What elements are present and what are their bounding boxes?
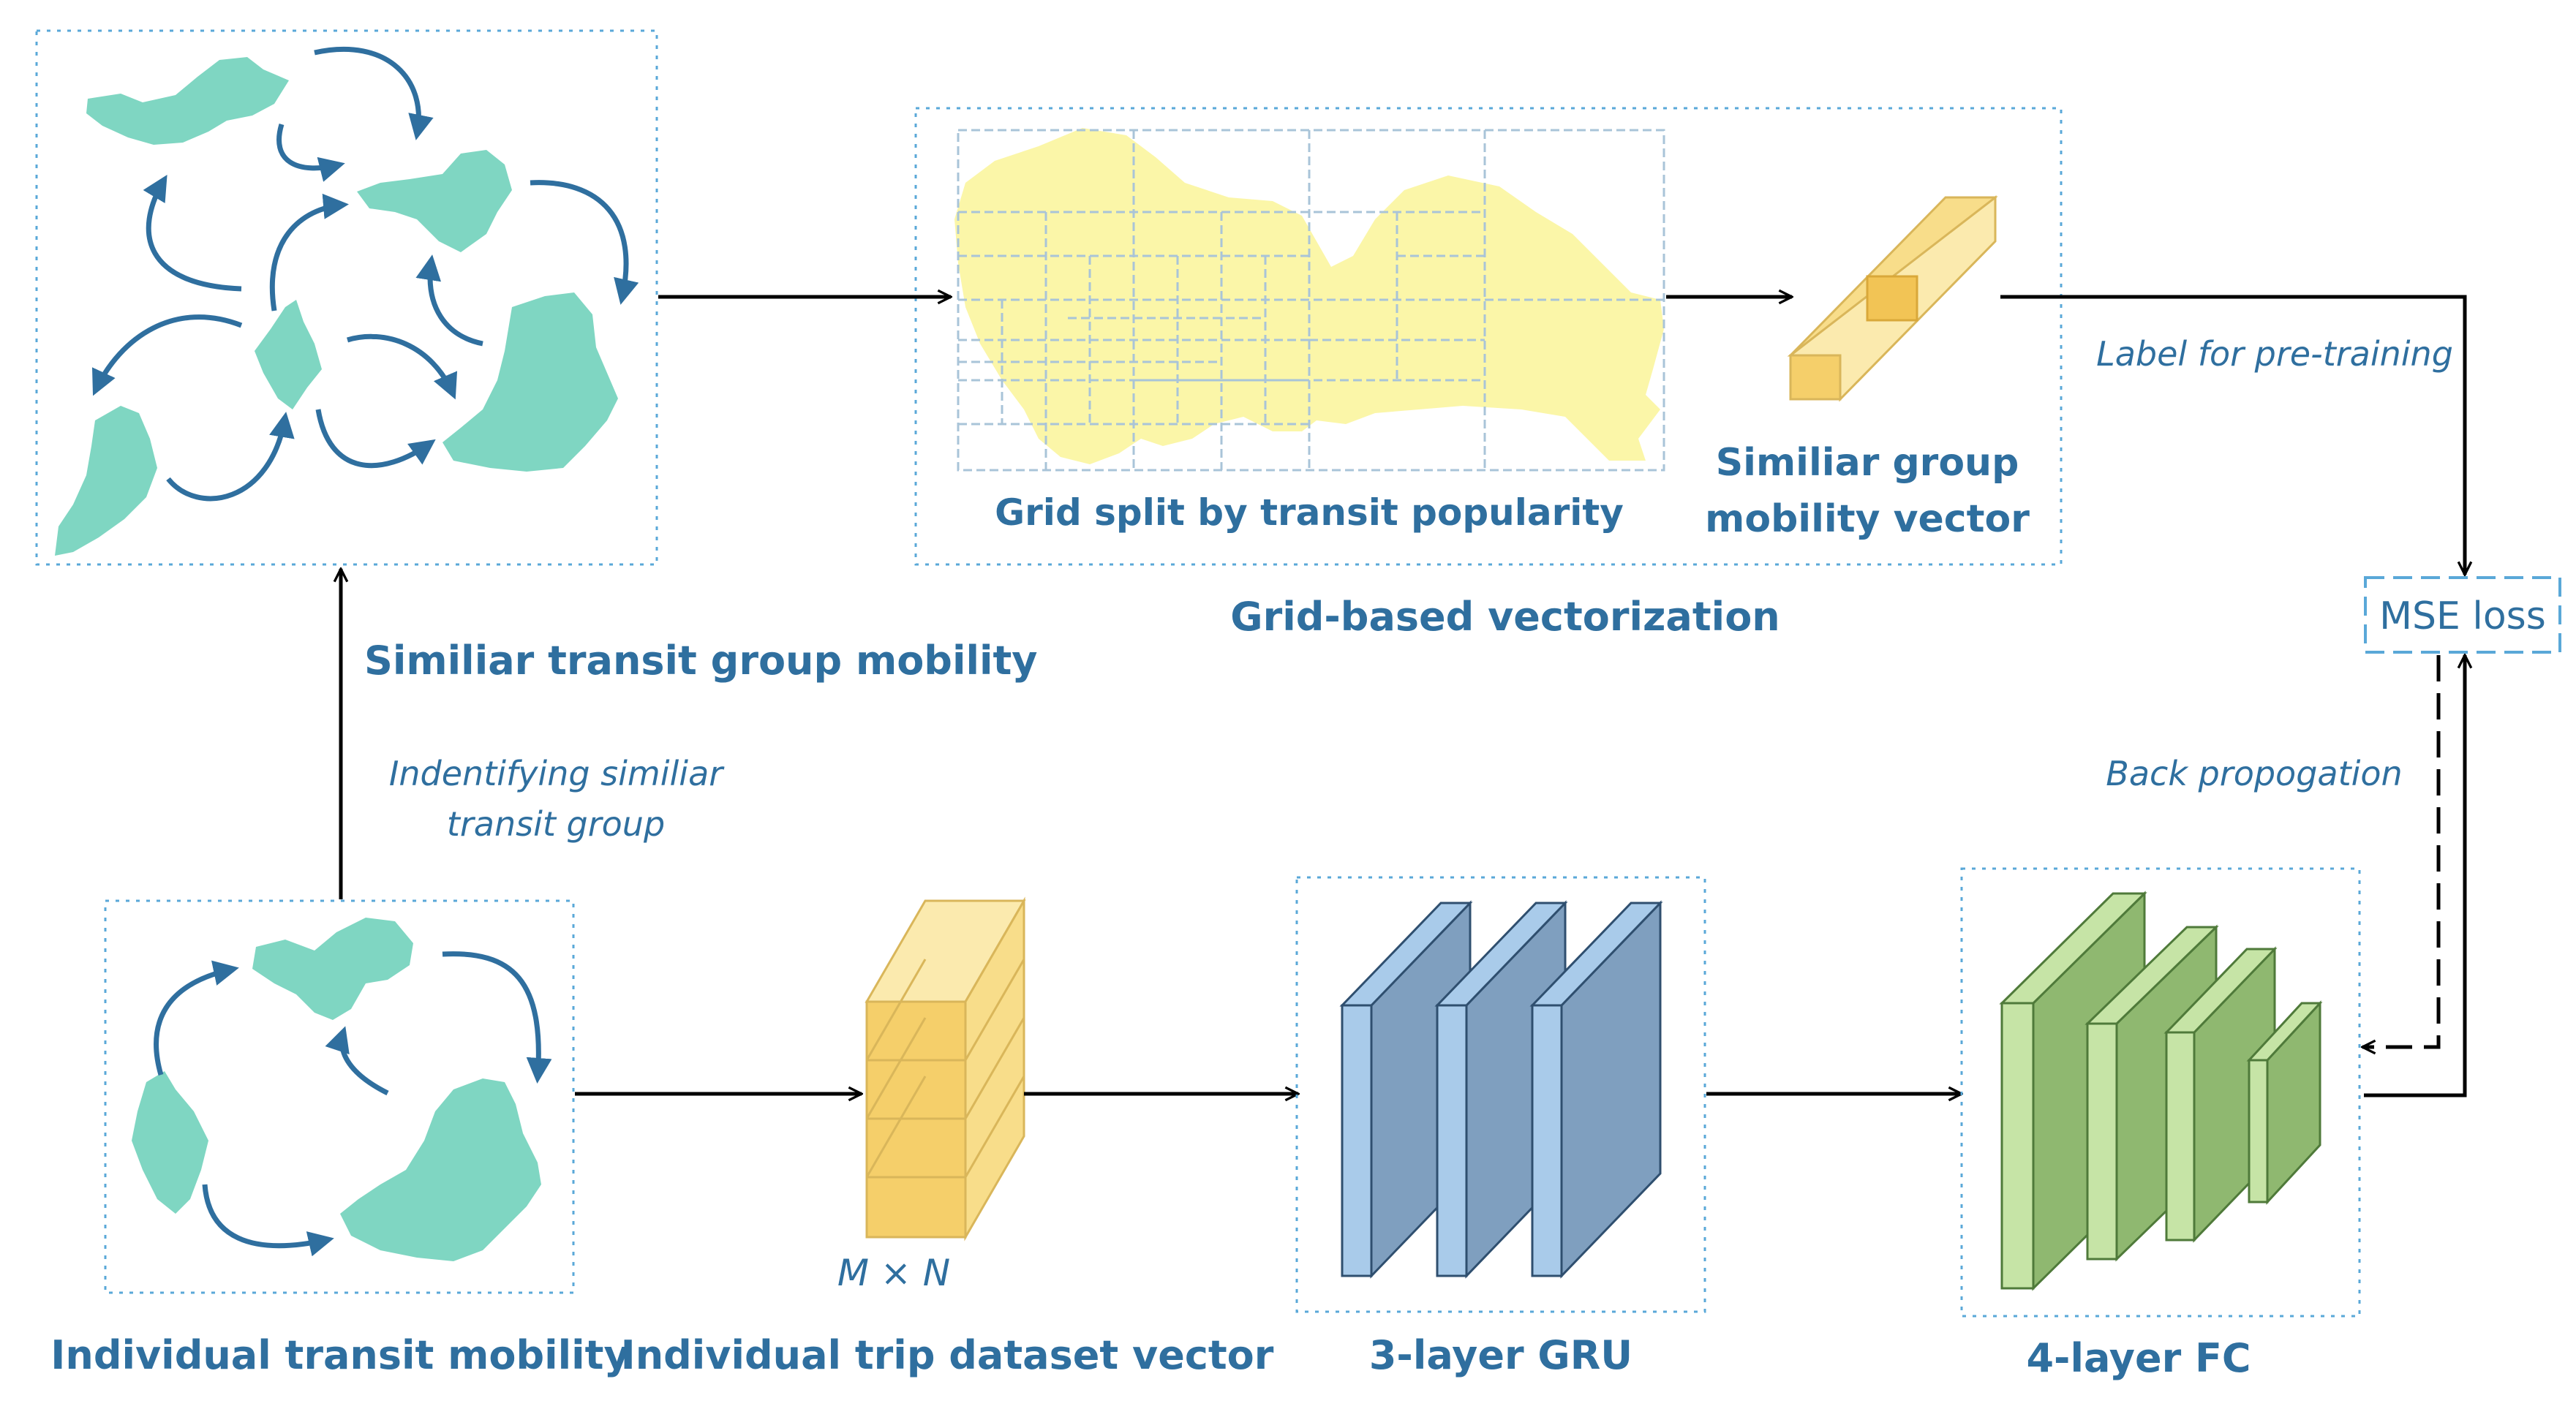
identify-label-line1: Indentifying similiar bbox=[389, 754, 725, 793]
identify-label-line2: transit group bbox=[447, 804, 665, 844]
gru-panel bbox=[1295, 876, 1706, 1313]
similar-group-mobility-label: Similiar transit group mobility bbox=[364, 638, 1038, 684]
gru-layers bbox=[1339, 900, 1663, 1279]
fc-label: 4-layer FC bbox=[2026, 1335, 2251, 1381]
grid-split-label: Grid split by transit popularity bbox=[995, 491, 1624, 534]
similar-group-panel bbox=[35, 29, 658, 566]
trip-dataset-vector bbox=[865, 896, 1026, 1242]
gru-layer bbox=[1529, 900, 1663, 1279]
mse-loss-label: MSE loss bbox=[2379, 594, 2546, 638]
label-pretraining-arrow bbox=[2000, 295, 2465, 575]
region-blob bbox=[255, 300, 322, 409]
mse-loss-box bbox=[2364, 576, 2561, 654]
group-region-blobs bbox=[55, 57, 618, 556]
fc-layers bbox=[1999, 891, 2323, 1291]
fc-panel bbox=[1960, 867, 2361, 1318]
grid-vectorization-label: Grid-based vectorization bbox=[1230, 594, 1780, 640]
group-mobility-arrows bbox=[92, 47, 639, 502]
label-pretraining-text: Label for pre-training bbox=[2096, 334, 2453, 374]
gru-label: 3-layer GRU bbox=[1369, 1332, 1632, 1378]
region-blob bbox=[357, 150, 512, 252]
region-blob bbox=[132, 1071, 208, 1214]
fc-to-mse-arrow bbox=[2364, 655, 2465, 1097]
back-propagation-arrow bbox=[2362, 655, 2441, 1047]
back-propagation-label: Back propogation bbox=[2106, 754, 2402, 793]
grid-vectorization-panel bbox=[914, 107, 2063, 566]
grid-lines bbox=[957, 129, 1665, 472]
group-vector-label-line2: mobility vector bbox=[1705, 497, 2030, 541]
matrix-dims-label: M × N bbox=[837, 1252, 950, 1294]
individual-mobility-label: Individual transit mobility bbox=[50, 1332, 629, 1378]
region-blob bbox=[86, 57, 289, 145]
individual-mobility-arrows bbox=[154, 951, 552, 1257]
grid-map bbox=[954, 128, 1665, 472]
group-vector-label-line1: Similiar group bbox=[1716, 441, 2019, 485]
trip-vector-label: Individual trip dataset vector bbox=[621, 1332, 1274, 1378]
region-blob bbox=[55, 406, 157, 556]
group-mobility-vector bbox=[1787, 194, 1998, 402]
region-blob bbox=[340, 1078, 541, 1261]
fc-layer bbox=[2246, 1000, 2323, 1205]
region-blob bbox=[252, 918, 413, 1020]
individual-region-blobs bbox=[132, 918, 541, 1261]
region-blob bbox=[442, 292, 618, 472]
